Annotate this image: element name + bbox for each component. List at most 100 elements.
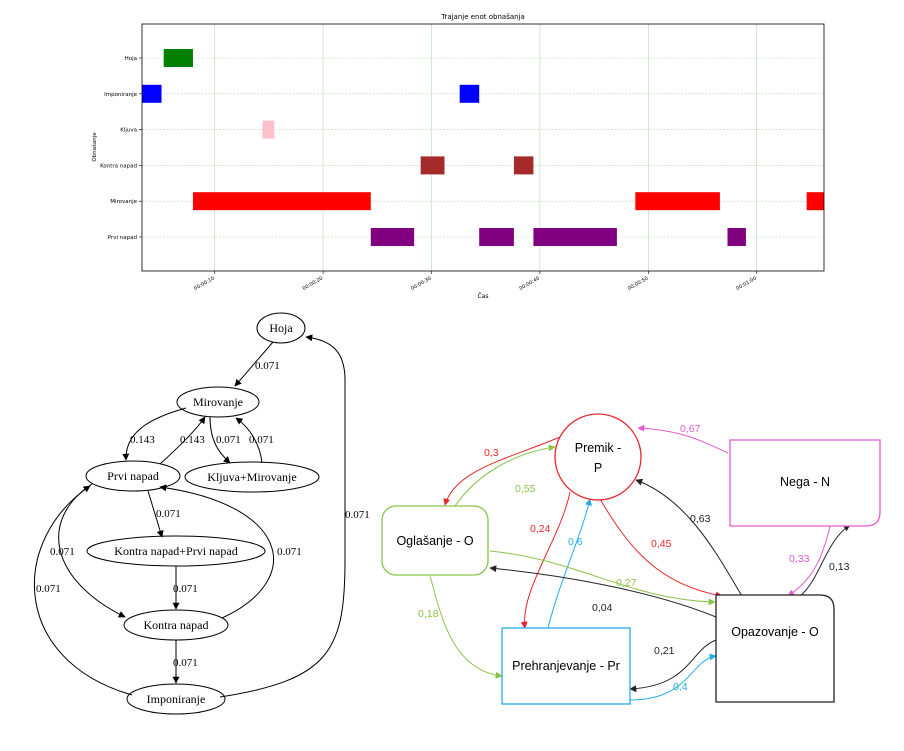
gantt-x-ticks: 00:00:10 00:00:20 00:00:30 00:00:40 00:00:50… [193,271,758,292]
edge-imponiranje-hoja [219,334,346,698]
node-imponiranje-label: Imponiranje [147,692,206,706]
gantt-ytick-label: Kontra napad [100,163,137,169]
node-mirovanje-label: Mirovanje [193,395,243,409]
gantt-bar-kljuva-3 [262,120,275,139]
node-mirovanje [176,386,260,418]
edge-label-kontraprvi-kontra: 0.071 [173,583,198,595]
node-hoja [256,312,306,344]
node-premik-label-1: Premik - [575,441,622,455]
edge-label-premik-opazovanje: 0,45 [651,538,672,550]
node-premik [554,413,642,501]
node-nega [729,439,881,527]
gantt-bar-prvi-napad-9 [370,228,415,246]
edge-prehranjevanje-opazovanje [629,653,717,701]
edge-premik-oglasanje [443,436,561,506]
edge-label-prvi-mirovanje: 0.143 [180,434,205,446]
node-oglasanje [381,505,489,576]
edge-label-nega-premik: 0,67 [680,423,701,435]
gantt-title: Trajanje enot obnašanja [440,13,525,21]
node-kljuva-mirovanje-label: Kljuva+Mirovanje [207,470,296,484]
node-kontra-napad [123,609,229,641]
edge-nega-opazovanje [787,525,831,597]
edge-label-mirovanje-prvi: 0.143 [130,434,155,446]
gantt-bar-prvi-napad-10 [479,228,514,246]
node-kontra-prvi [86,535,266,567]
gantt-xtick-label: 00:00:10 [193,276,215,292]
gantt-ytick-label: Imponiranje [104,92,137,98]
edge-hoja-mirovanje [234,341,274,387]
node-premik-label-2: P [594,461,602,475]
edge-label-prvi-kontraprvi: 0.071 [156,508,181,520]
edge-mirovanje-prvi [122,407,187,461]
edge-label-opazovanje-oglasanje: 0,04 [592,602,613,614]
edge-label-mirovanje-kljuva: 0.071 [216,434,241,446]
edge-label-oglasanje-opazovanje: 0,27 [616,577,637,589]
edge-label-imponiranje-prvi: 0.071 [36,583,61,595]
gantt-chart: Trajanje enot obnašanja HojaImponiranjeK… [91,13,825,300]
edge-label-prehranjevanje-premik: 0,6 [568,536,583,548]
edge-prvi-kontra [58,483,126,618]
gantt-plot-frame [141,23,825,272]
transition-graph-right [381,413,881,705]
gantt-xtick-label: 00:00:30 [410,276,432,292]
edge-label-opazovanje-prehranjevanje: 0,21 [654,645,675,657]
gantt-bar-imponiranje-2 [459,84,480,103]
edge-label-oglasanje-premik: 0,55 [515,483,536,495]
gantt-ytick-label: Mirovanje [110,199,137,205]
edge-label-nega-opazovanje: 0,33 [789,553,810,565]
edge-opazovanje-premik [635,478,743,597]
edge-prvi-kontraprvi [147,490,164,538]
gantt-bar-kontra-napad-5 [513,156,534,175]
gantt-xtick-label: 00:00:40 [518,276,540,292]
edge-label-opazovanje-premik: 0,63 [690,513,711,525]
node-nega-label: Nega - N [780,475,830,489]
edge-kontra-prvi [159,484,274,619]
edge-label-kontra-imponiranje: 0.071 [173,657,198,669]
edge-label-premik-oglasanje: 0,3 [484,447,499,459]
edge-oglasanje-premik [454,444,556,507]
edge-premik-opazovanje [599,498,723,599]
edge-label-oglasanje-prehranjevanje: 0,18 [418,608,439,620]
edge-label-imponiranje-hoja: 0.071 [345,509,370,521]
node-opazovanje [715,594,835,703]
edge-oglasanje-opazovanje [489,550,716,606]
node-prvi-napad-label: Prvi napad [107,469,159,483]
gantt-ytick-label: Prvi napad [108,235,137,241]
edge-prehranjevanje-premik [547,498,592,629]
gantt-ytick-label: Hoja [125,56,137,62]
gantt-ytick-label: Kljuva [120,128,137,134]
gantt-ylabel: Obnašanje [91,132,98,162]
edge-kljuva-mirovanje [235,417,263,464]
node-opazovanje-label: Opazovanje - O [731,625,819,639]
gantt-xtick-label: 00:00:20 [302,276,324,292]
node-oglasanje-label: Oglašanje - O [396,534,473,548]
gantt-xtick-label: 00:00:50 [627,276,649,292]
edge-premik-prehranjevanje [520,491,571,629]
edge-label-prehranjevanje-opazovanje: 0,4 [673,681,688,693]
gantt-bar-prvi-napad-11 [533,228,617,246]
edge-oglasanje-prehranjevanje [429,575,503,679]
node-kontra-napad-label: Kontra napad [144,618,209,632]
edge-label-hoja-mirovanje: 0.071 [255,360,280,372]
gantt-xlabel: Čas [478,293,489,300]
edge-imponiranje-prvi [34,485,133,696]
gantt-bar-mirovanje-7 [635,192,720,211]
gantt-bar-mirovanje-6 [192,192,371,211]
gantt-bar-hoja-0 [163,49,193,67]
node-kljuva-mirovanje [184,461,320,493]
node-prehranjevanje-label: Prehranjevanje - Pr [512,659,620,673]
gantt-bar-kontra-napad-4 [420,156,445,175]
gantt-xtick-label: 00:01:00 [735,276,757,292]
edge-opazovanje-oglasanje [489,565,717,618]
node-imponiranje [126,683,226,715]
edge-opazovanje-prehranjevanje [629,639,717,693]
node-prvi-napad [85,460,181,492]
edge-label-kontra-prvi: 0.071 [277,546,302,558]
node-prehranjevanje [501,627,631,705]
edge-prvi-mirovanje [159,416,206,465]
edge-nega-premik [637,424,729,454]
transition-graph-left [34,312,346,715]
node-hoja-label: Hoja [269,321,293,335]
